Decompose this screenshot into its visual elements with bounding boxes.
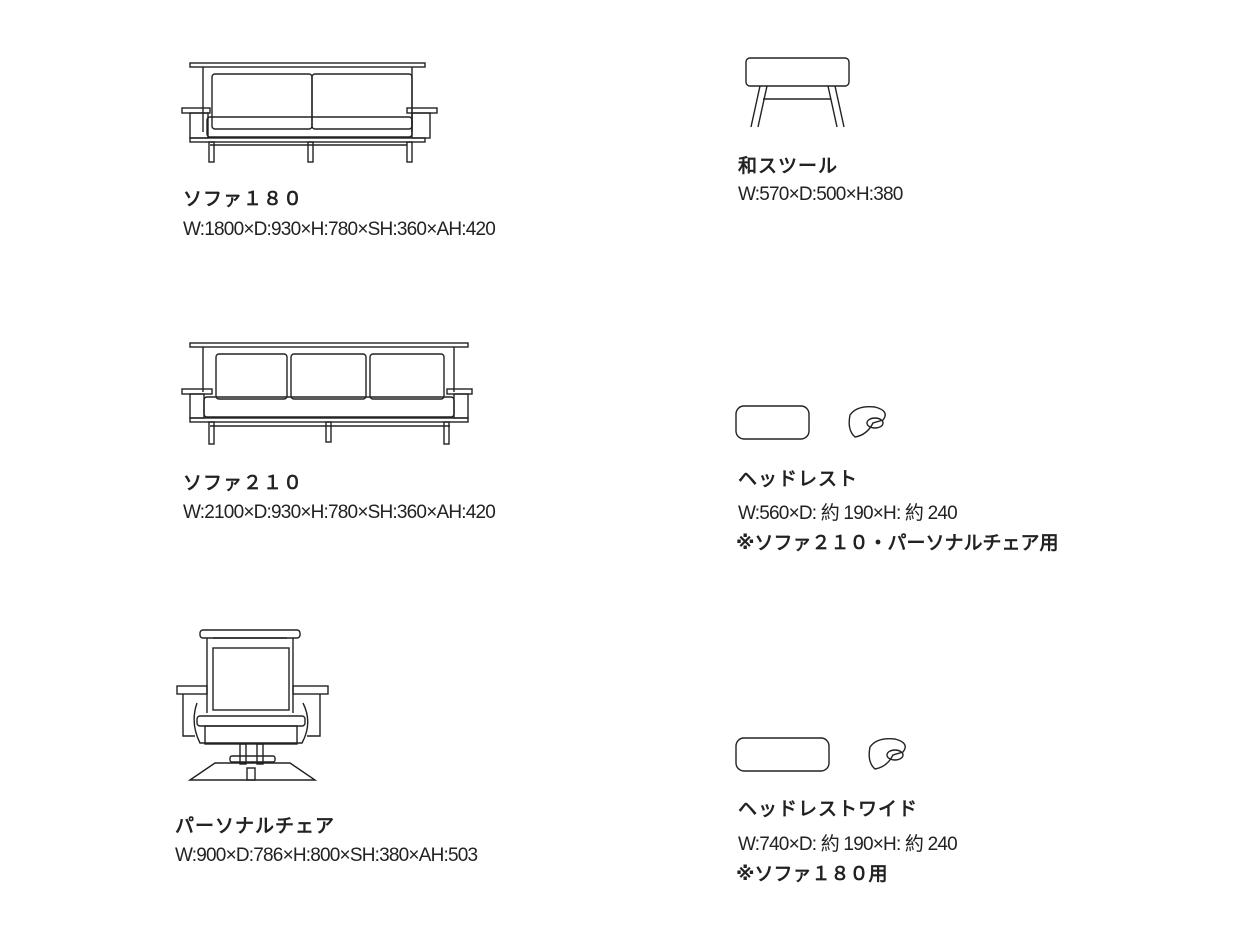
product-name: ヘッドレスト [738,468,859,490]
product-name: ソファ２１０ [183,472,304,494]
product-spec: W:900×D:786×H:800×SH:380×AH:503 [175,845,478,866]
product-note: ※ソファ１８０用 [736,863,888,885]
product-name: パーソナルチェア [175,815,336,837]
product-spec: W:560×D: 約 190×H: 約 240 [738,503,958,524]
product-note: ※ソファ２１０・パーソナルチェア用 [736,532,1059,554]
product-spec: W:570×D:500×H:380 [738,184,903,205]
product-spec: W:740×D: 約 190×H: 約 240 [738,834,958,855]
product-spec: W:1800×D:930×H:780×SH:360×AH:420 [183,219,496,240]
headrest-drawing [735,405,886,440]
sofa-180-drawing [181,62,438,163]
product-name: ソファ１８０ [183,188,304,210]
sofa-210-drawing [181,342,473,445]
stool-drawing [745,57,850,128]
product-name: 和スツール [738,155,839,177]
product-name: ヘッドレストワイド [738,798,919,820]
headrest-wide-drawing [735,737,906,772]
personal-chair-drawing [176,629,329,781]
product-spec: W:2100×D:930×H:780×SH:360×AH:420 [183,502,496,523]
